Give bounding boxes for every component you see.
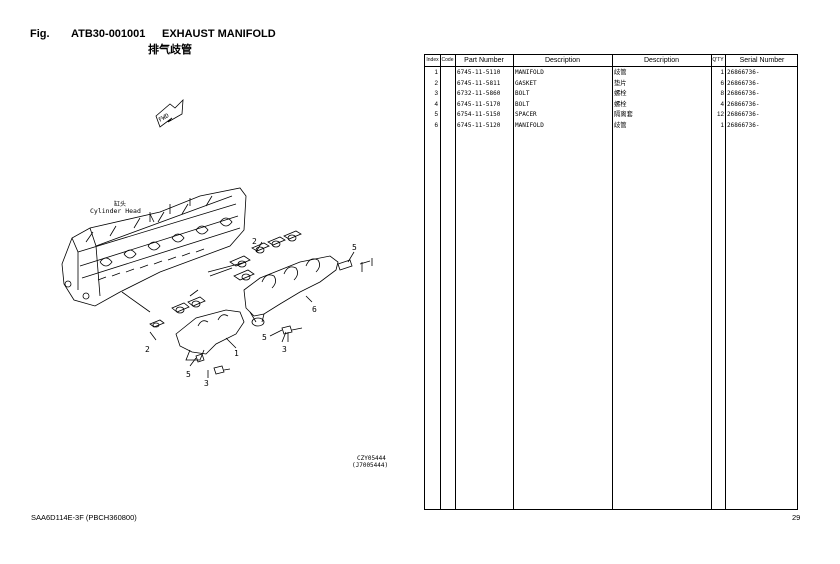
header-serial: Serial Number — [739, 57, 785, 64]
page-title: EXHAUST MANIFOLD — [162, 28, 276, 40]
bolt-front — [195, 353, 231, 375]
cell-description: GASKET — [515, 79, 537, 87]
cell-description-cn: 歧管 — [614, 122, 627, 129]
callout-5-rear: 5 — [352, 243, 357, 252]
cell-qty: 1 — [720, 122, 724, 129]
cell-serial: 26866736- — [727, 111, 760, 119]
model-footer: SAA6D114E-3F (PBCH360800) — [31, 513, 137, 522]
cell-qty: 1 — [720, 69, 724, 76]
cell-qty: 6 — [720, 79, 724, 87]
header-qty: Q'TY — [712, 57, 724, 63]
fig-label: Fig. — [30, 28, 50, 40]
callout-2-front: 2 — [145, 345, 150, 354]
cell-index: 2 — [434, 79, 438, 87]
cell-description: BOLT — [515, 90, 530, 98]
cell-description-cn: 螺栓 — [614, 90, 627, 98]
page-number: 29 — [792, 513, 801, 522]
cell-serial: 26866736- — [727, 122, 760, 129]
gasket-rear — [229, 230, 302, 281]
fwd-arrow-icon — [155, 98, 184, 128]
cell-description: SPACER — [515, 111, 537, 119]
cell-serial: 26866736- — [727, 100, 760, 108]
header-index: Index — [426, 57, 439, 63]
cell-description-cn: 隔离套 — [614, 111, 633, 119]
cell-serial: 26866736- — [727, 79, 760, 87]
spacer-rear — [337, 258, 373, 272]
header-code: Code — [441, 57, 454, 63]
cell-qty: 4 — [720, 100, 724, 108]
manifold-rear — [243, 255, 339, 327]
parts-table: Index Code Part Number Description Descr… — [424, 54, 798, 510]
diagram-caption-alt: (J7005444) — [352, 462, 389, 469]
cylinder-head-drawing — [61, 187, 247, 307]
header-description-cn: Description — [643, 57, 679, 64]
cell-description: MANIFOLD — [515, 122, 544, 129]
callout-5-front: 5 — [186, 370, 191, 379]
cell-description-cn: 垫片 — [614, 79, 627, 87]
exploded-diagram: 缸头 Cylinder Head FWD 1 2 3 5 2 3 5 6 5 — [61, 98, 373, 388]
callout-3-front: 3 — [204, 379, 209, 388]
cell-index: 5 — [434, 111, 438, 119]
cell-index: 3 — [434, 90, 438, 98]
cell-serial: 26866736- — [727, 90, 760, 98]
cell-part-number: 6745-11-5120 — [457, 122, 501, 129]
diagram-caption: CZY05444 — [357, 455, 386, 462]
cell-qty: 8 — [720, 90, 724, 98]
header-part-number: Part Number — [464, 57, 504, 64]
callout-5-mid: 5 — [262, 333, 267, 342]
callout-2-rear: 2 — [252, 237, 257, 246]
cell-part-number: 6745-11-5110 — [457, 69, 501, 76]
bolt-rear — [281, 325, 303, 335]
cell-serial: 26866736- — [727, 69, 760, 76]
cell-description: BOLT — [515, 100, 530, 108]
callout-1: 1 — [234, 349, 239, 358]
gasket-front — [149, 296, 206, 328]
callout-6: 6 — [312, 305, 317, 314]
page-title-cn: 排气歧管 — [148, 44, 192, 56]
cell-part-number: 6745-11-5170 — [457, 100, 501, 108]
cell-part-number: 6732-11-5860 — [457, 90, 501, 98]
cell-index: 1 — [434, 69, 438, 76]
figure-code: ATB30-001001 — [71, 28, 146, 40]
cell-index: 6 — [434, 122, 438, 129]
cell-part-number: 6745-11-5811 — [457, 79, 501, 87]
cylinder-head-label-cn: 缸头 — [114, 200, 126, 208]
cell-qty: 12 — [716, 111, 724, 119]
cell-description: MANIFOLD — [515, 69, 544, 76]
cell-description-cn: 歧管 — [614, 69, 627, 76]
cylinder-head-label: Cylinder Head — [90, 207, 141, 215]
header-description: Description — [544, 57, 580, 64]
cell-index: 4 — [434, 100, 438, 108]
cell-part-number: 6754-11-5150 — [457, 111, 501, 119]
callout-3-rear: 3 — [282, 345, 287, 354]
fwd-label: FWD — [158, 112, 171, 124]
cell-description-cn: 螺栓 — [614, 100, 627, 108]
